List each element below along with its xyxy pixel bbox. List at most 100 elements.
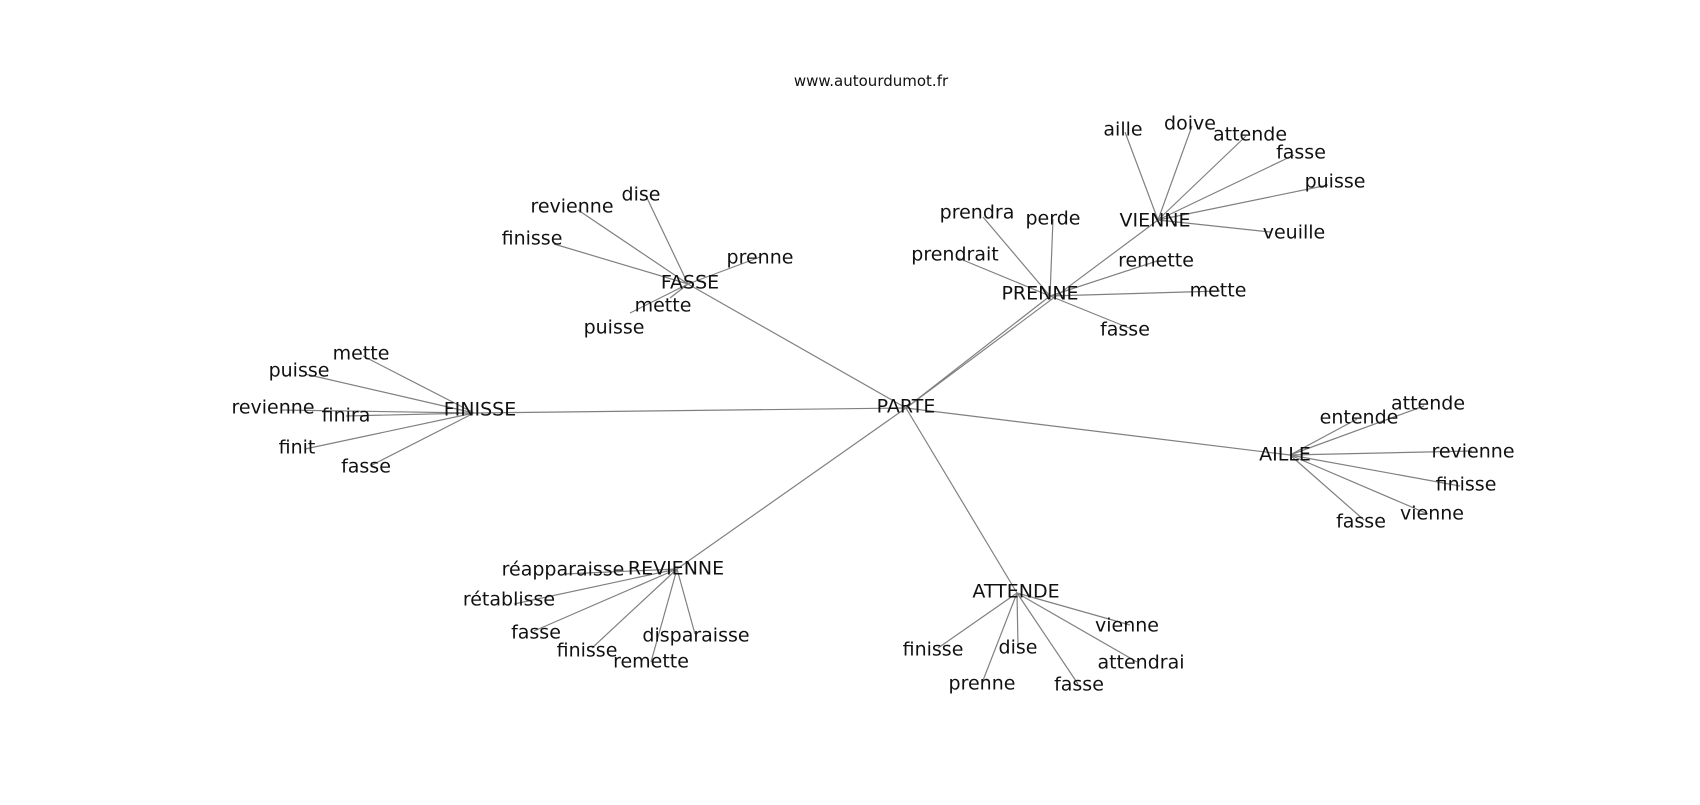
edge-root-finisse: [473, 407, 907, 414]
edge-aille-attende: [1289, 405, 1425, 456]
labels: PARTE FASSE dise revienne finisse prenne mette…: [231, 113, 1514, 696]
edges: [280, 125, 1473, 685]
edge-root-revienne: [676, 407, 907, 570]
edge-root-attende: [905, 407, 1018, 594]
leaf-node-vienne-aille: aille: [1103, 119, 1142, 141]
edge-revienne-disparaisse: [676, 568, 696, 635]
edge-vienne-aille: [1124, 131, 1159, 221]
leaf-node-vienne-puisse: puisse: [1305, 171, 1366, 193]
leaf-node-attende-prenne: prenne: [949, 673, 1016, 695]
edge-vienne-attende: [1157, 135, 1247, 221]
leaf-node-revienne-disparaisse: disparaisse: [642, 625, 749, 647]
leaf-node-prenne-mette: mette: [1190, 280, 1247, 302]
edge-finisse-mette: [362, 355, 475, 414]
edge-aille-revienne: [1289, 450, 1473, 456]
leaf-node-revienne-finisse: finisse: [557, 640, 618, 662]
leaf-node-aille-fasse: fasse: [1336, 511, 1386, 533]
edge-finisse-finit: [304, 412, 475, 450]
edge-finisse-fasse: [371, 412, 475, 466]
edge-aille-entende: [1289, 418, 1358, 456]
leaf-node-attende-fasse: fasse: [1054, 674, 1104, 696]
edge-revienne-remette: [650, 568, 678, 663]
leaf-node-fasse-prenne: prenne: [727, 247, 794, 269]
edge-prenne-mette: [1049, 290, 1221, 297]
leaf-node-attende-attendrai: attendrai: [1097, 652, 1184, 674]
leaf-node-revienne-réapparaisse: réapparaisse: [502, 559, 625, 581]
edge-finisse-revienne: [280, 409, 475, 414]
leaf-node-revienne-rétablisse: rétablisse: [463, 589, 555, 611]
edge-vienne-veuille: [1157, 219, 1271, 233]
edge-fasse-finisse: [553, 243, 689, 285]
leaf-node-prenne-prendrait: prendrait: [911, 244, 998, 266]
root-node-label: PARTE: [877, 396, 936, 418]
edge-attende-prenne: [981, 592, 1018, 684]
edge-fasse-prenne: [687, 256, 761, 285]
edge-aille-vienne: [1289, 454, 1429, 515]
edge-revienne-finisse: [591, 568, 678, 649]
edge-attende-dise: [1016, 592, 1019, 648]
edge-root-vienne: [905, 219, 1159, 409]
leaf-node-fasse-puisse: puisse: [584, 317, 645, 339]
leaf-node-fasse-dise: dise: [622, 184, 661, 206]
edge-prenne-prendra: [982, 216, 1051, 297]
leaf-node-fasse-revienne: revienne: [530, 196, 613, 218]
leaf-node-aille-attende: attende: [1391, 393, 1465, 415]
hub-node-aille: AILLE: [1259, 444, 1311, 466]
edge-prenne-prendrait: [957, 257, 1051, 297]
leaf-node-finisse-revienne: revienne: [231, 397, 314, 419]
hub-node-prenne: PRENNE: [1001, 283, 1078, 305]
edge-attende-finisse: [937, 592, 1018, 649]
hub-node-vienne: VIENNE: [1119, 210, 1190, 232]
leaf-node-vienne-doive: doive: [1164, 113, 1216, 135]
edge-revienne-rétablisse: [513, 568, 678, 605]
edge-fasse-revienne: [577, 209, 689, 285]
leaf-node-finisse-finira: finira: [322, 405, 371, 427]
edge-attende-fasse: [1016, 592, 1079, 685]
hub-node-attende: ATTENDE: [972, 581, 1059, 603]
hub-node-revienne: REVIENNE: [628, 558, 724, 580]
leaf-node-finisse-puisse: puisse: [269, 360, 330, 382]
leaf-node-revienne-remette: remette: [613, 651, 689, 673]
leaf-node-vienne-fasse: fasse: [1276, 142, 1326, 164]
edge-attende-attendrai: [1016, 592, 1138, 663]
leaf-node-attende-dise: dise: [999, 637, 1038, 659]
edge-aille-finisse: [1289, 454, 1461, 487]
leaf-node-attende-finisse: finisse: [903, 639, 964, 661]
leaf-node-fasse-mette: mette: [635, 295, 692, 317]
edge-root-aille: [905, 407, 1291, 456]
leaf-node-finisse-fasse: fasse: [341, 456, 391, 478]
edge-prenne-fasse: [1049, 295, 1130, 329]
leaf-node-fasse-finisse: finisse: [502, 228, 563, 250]
leaf-node-aille-revienne: revienne: [1431, 441, 1514, 463]
leaf-node-finisse-mette: mette: [333, 343, 390, 365]
leaf-node-aille-vienne: vienne: [1400, 503, 1464, 525]
leaf-node-prenne-prendra: prendra: [940, 202, 1015, 224]
edge-fasse-dise: [646, 197, 689, 285]
hub-node-fasse: FASSE: [661, 272, 719, 294]
site-url: www.autourdumot.fr: [793, 72, 949, 90]
leaf-node-aille-finisse: finisse: [1436, 474, 1497, 496]
edge-attende-vienne: [1016, 592, 1131, 626]
edge-root-fasse: [687, 283, 907, 409]
edge-finisse-finira: [345, 412, 475, 417]
edge-revienne-réapparaisse: [564, 568, 678, 575]
edge-prenne-remette: [1049, 260, 1158, 297]
edge-finisse-puisse: [304, 373, 475, 414]
edge-aille-fasse: [1289, 454, 1365, 521]
leaf-node-revienne-fasse: fasse: [511, 622, 561, 644]
leaf-node-attende-vienne: vienne: [1095, 615, 1159, 637]
leaf-node-prenne-fasse: fasse: [1100, 319, 1150, 341]
leaf-node-finisse-finit: finit: [279, 437, 316, 459]
leaf-node-aille-entende: entende: [1320, 407, 1399, 429]
edge-vienne-fasse: [1157, 154, 1295, 221]
leaf-node-prenne-perde: perde: [1026, 208, 1081, 230]
leaf-node-vienne-veuille: veuille: [1263, 222, 1326, 244]
leaf-node-vienne-attende: attende: [1213, 124, 1287, 146]
edge-fasse-mette: [669, 283, 689, 299]
edge-vienne-puisse: [1157, 184, 1329, 221]
edge-fasse-puisse: [629, 283, 689, 314]
leaf-node-prenne-remette: remette: [1118, 250, 1194, 272]
edge-prenne-perde: [1049, 218, 1054, 297]
